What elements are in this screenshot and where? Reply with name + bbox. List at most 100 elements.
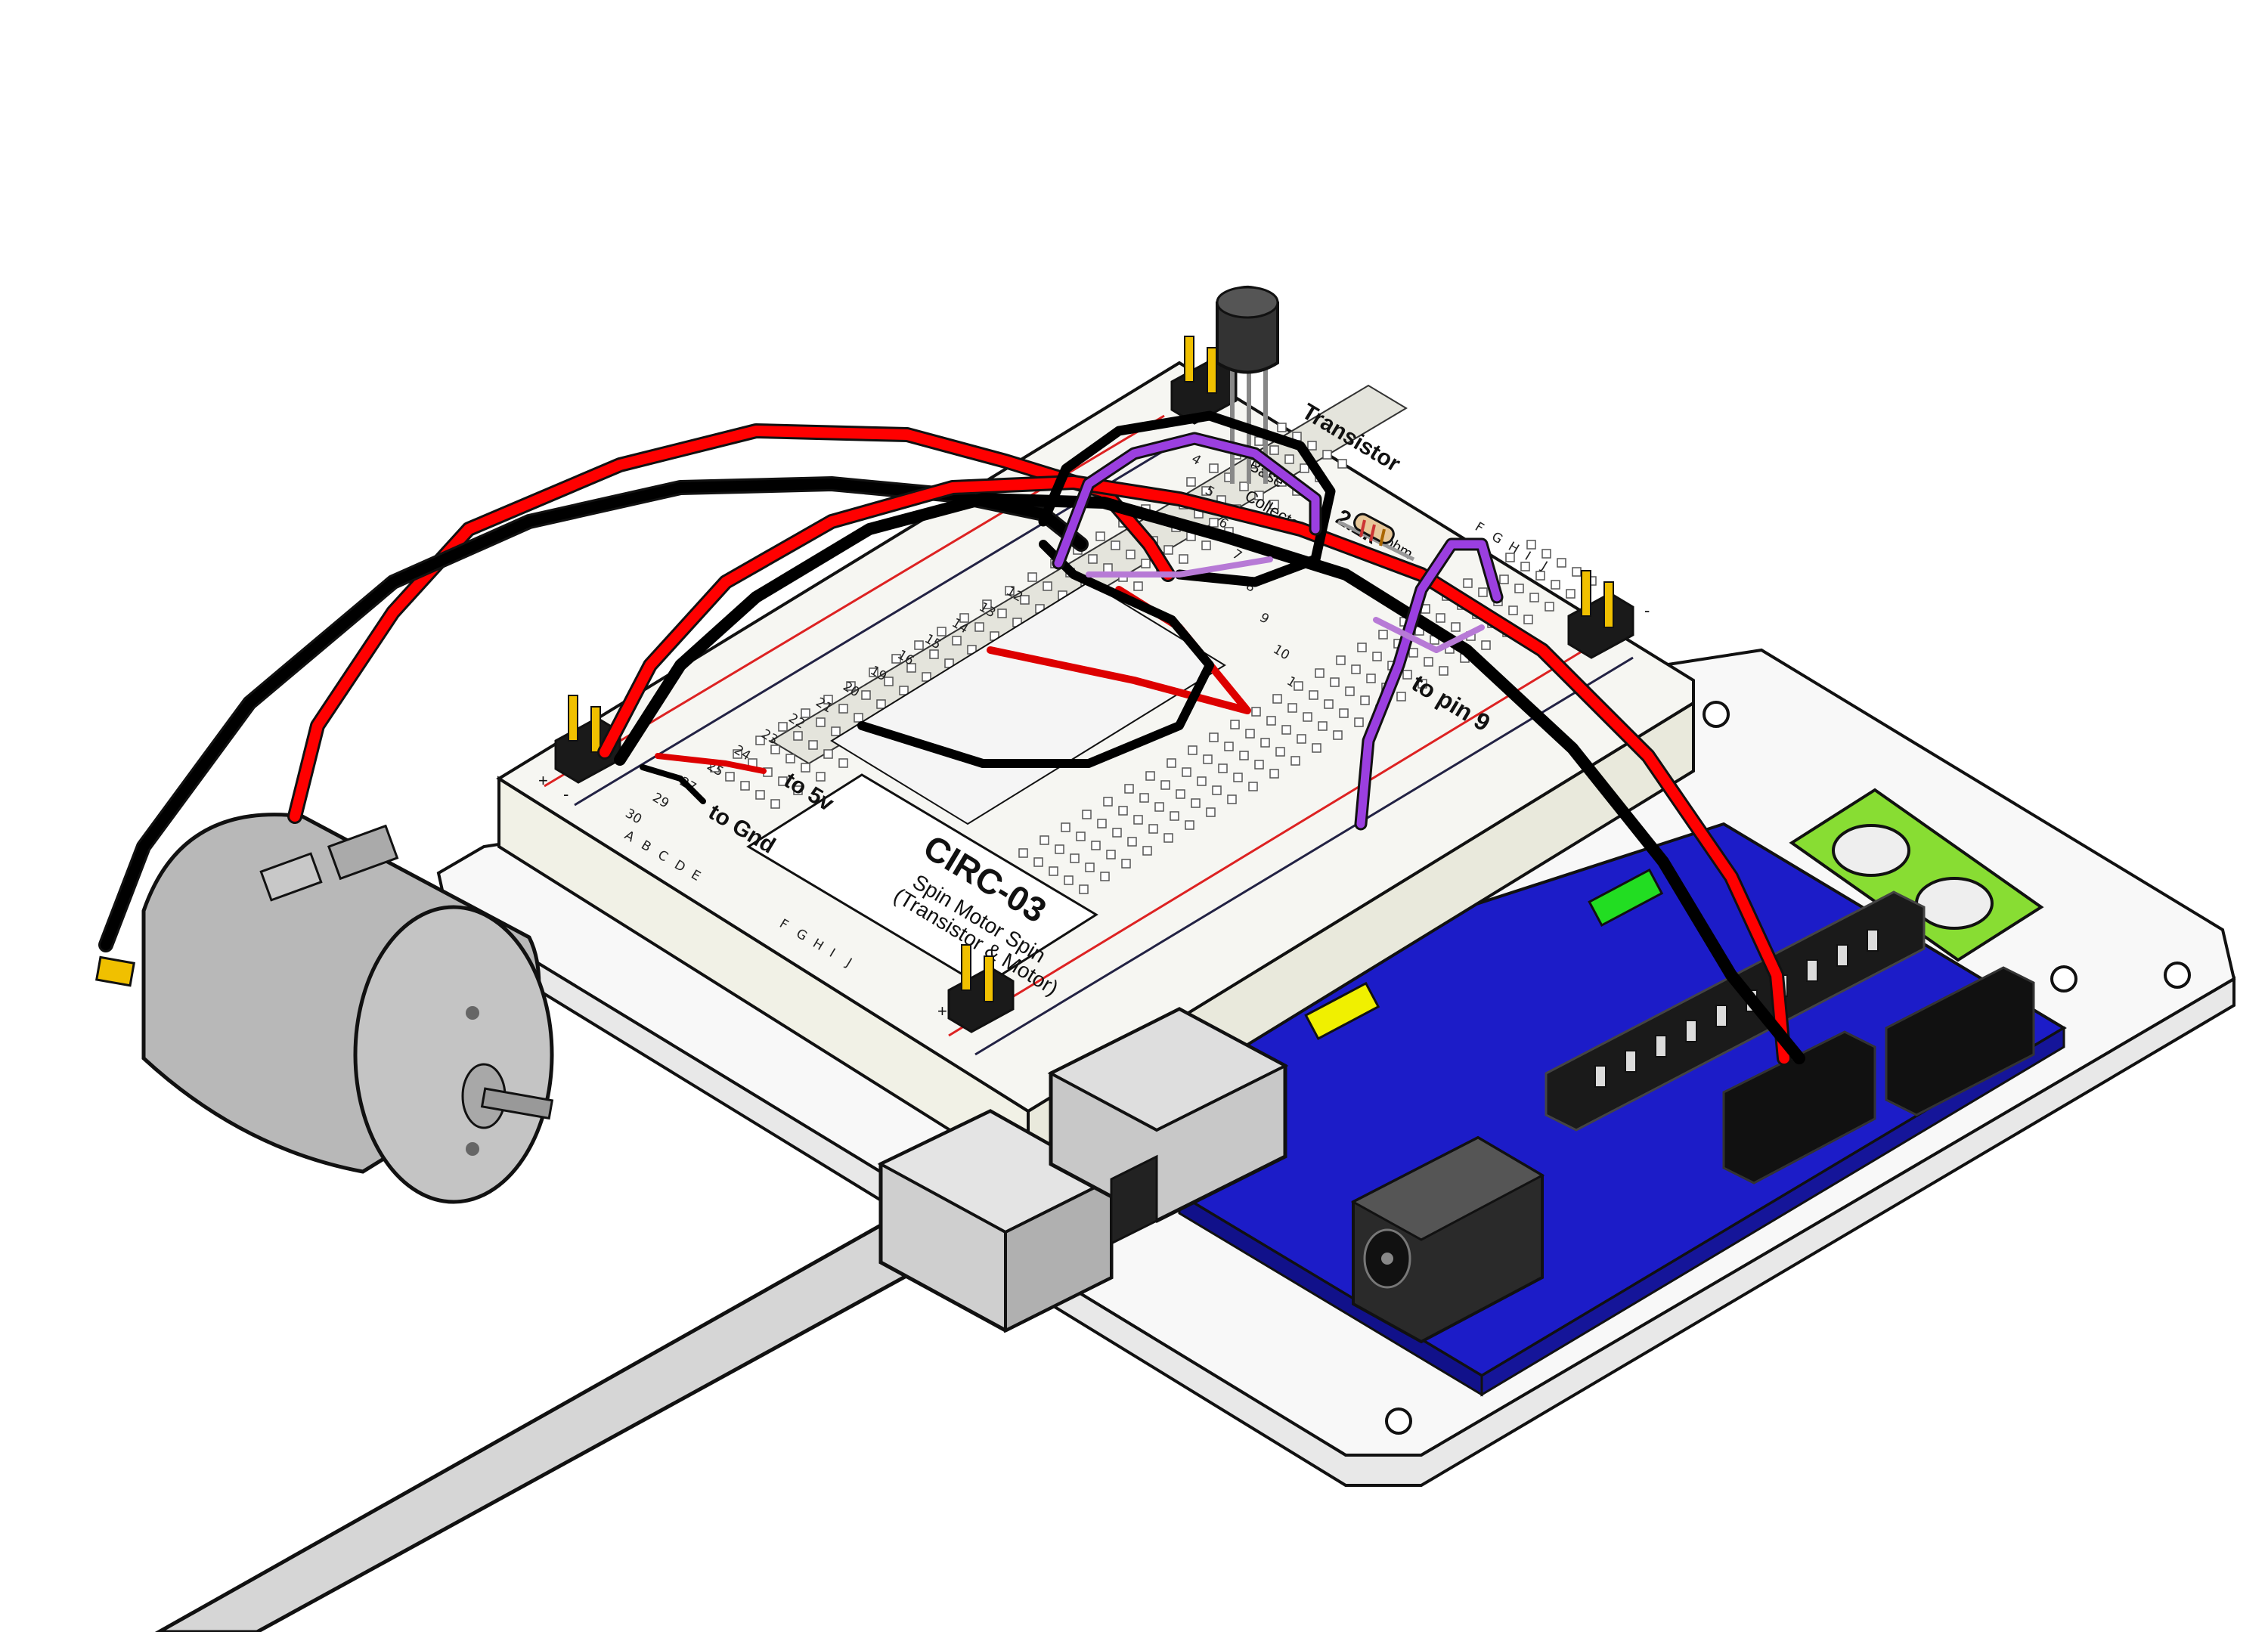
breadboard-hole bbox=[869, 667, 878, 677]
motor-end-face bbox=[353, 905, 554, 1204]
breadboard-hole bbox=[1508, 605, 1518, 615]
breadboard-hole bbox=[1277, 423, 1287, 432]
breadboard-hole bbox=[755, 790, 765, 800]
breadboard-hole bbox=[816, 717, 826, 727]
breadboard-hole bbox=[1336, 655, 1346, 665]
breadboard-hole bbox=[1499, 574, 1509, 584]
breadboard-hole bbox=[1018, 848, 1028, 858]
breadboard-hole bbox=[1126, 550, 1136, 559]
breadboard-hole bbox=[1541, 549, 1551, 559]
breadboard-hole bbox=[876, 699, 886, 709]
breadboard-hole bbox=[770, 745, 780, 754]
breadboard-hole bbox=[816, 772, 826, 782]
header-pin-top bbox=[1170, 336, 1238, 425]
breadboard-hole bbox=[1360, 695, 1370, 705]
breadboard-hole bbox=[1227, 794, 1237, 804]
wires bbox=[98, 410, 1805, 1066]
breadboard-hole bbox=[1055, 844, 1064, 854]
breadboard-hole bbox=[793, 785, 803, 795]
breadboard-hole bbox=[1481, 640, 1491, 650]
breadboard-hole bbox=[1275, 747, 1285, 757]
breadboard-hole bbox=[1027, 572, 1037, 582]
breadboard-hole bbox=[1100, 872, 1110, 881]
breadboard-hole bbox=[778, 776, 788, 786]
breadboard-hole bbox=[1345, 686, 1355, 696]
breadboard-hole bbox=[1287, 703, 1297, 713]
breadboard-hole bbox=[1079, 884, 1089, 894]
breadboard-hole bbox=[1566, 589, 1576, 599]
usb-cable bbox=[154, 1007, 1289, 1632]
breadboard-hole bbox=[725, 772, 735, 782]
wire-gnd-black bbox=[614, 493, 1805, 1064]
header-pin-right bbox=[1567, 570, 1634, 659]
breadboard-hole bbox=[1182, 767, 1191, 777]
breadboard-hole bbox=[808, 740, 818, 750]
breadboard-hole bbox=[1351, 664, 1361, 674]
breadboard-hole bbox=[1043, 581, 1052, 591]
breadboard-hole bbox=[922, 672, 931, 682]
resistor bbox=[1337, 513, 1415, 562]
breadboard-hole bbox=[1179, 554, 1188, 564]
breadboard-hole bbox=[755, 735, 765, 745]
breadboard-hole bbox=[1106, 850, 1116, 859]
breadboard-hole bbox=[1478, 587, 1488, 597]
breadboard-hole bbox=[982, 599, 992, 609]
breadboard-hole bbox=[1118, 806, 1128, 816]
breadboard-hole bbox=[1139, 793, 1149, 803]
breadboard-hole bbox=[1111, 540, 1120, 550]
breadboard-hole bbox=[1209, 518, 1219, 528]
breadboard-hole bbox=[1266, 716, 1276, 726]
breadboard-hole bbox=[778, 722, 788, 732]
breadboard-hole bbox=[952, 636, 962, 646]
breadboard-hole bbox=[1520, 562, 1530, 571]
breadboard-hole bbox=[1163, 833, 1173, 843]
breadboard-hole bbox=[1124, 784, 1134, 794]
breadboard-hole bbox=[891, 654, 901, 664]
breadboard-hole bbox=[1315, 668, 1325, 678]
breadboard-hole bbox=[1260, 738, 1270, 748]
breadboard-hole bbox=[1290, 756, 1300, 766]
breadboard-hole bbox=[1284, 454, 1294, 464]
breadboard-hole bbox=[1322, 450, 1332, 460]
breadboard-hole bbox=[1239, 751, 1249, 760]
breadboard-hole bbox=[1269, 769, 1279, 779]
breadboard-hole bbox=[1133, 815, 1143, 825]
breadboard-hole bbox=[1133, 581, 1143, 591]
rail-minus-left: - bbox=[563, 785, 569, 804]
breadboard-hole bbox=[861, 690, 871, 700]
breadboard-hole bbox=[1254, 491, 1264, 500]
breadboard-hole bbox=[1218, 763, 1228, 773]
breadboard-hole bbox=[1324, 699, 1334, 709]
circuit-overlay-sheet bbox=[746, 581, 1226, 988]
breadboard-hole bbox=[1145, 771, 1155, 781]
breadboard-hole bbox=[1436, 613, 1445, 623]
breadboard-hole bbox=[1535, 571, 1545, 581]
breadboard-hole bbox=[1103, 797, 1113, 807]
breadboard-hole bbox=[823, 695, 833, 705]
mount-hole-3 bbox=[2164, 962, 2191, 989]
breadboard-hole bbox=[1248, 782, 1258, 791]
breadboard-hole bbox=[1339, 708, 1349, 718]
breadboard-hole bbox=[740, 781, 750, 791]
breadboard-hole bbox=[1366, 674, 1376, 683]
breadboard-hole bbox=[1103, 563, 1113, 573]
breadboard-hole bbox=[997, 609, 1007, 618]
rail-minus-right: - bbox=[1644, 601, 1650, 620]
breadboard-hole bbox=[1354, 717, 1364, 727]
breadboard-hole bbox=[1408, 648, 1418, 658]
breadboard-hole bbox=[1040, 835, 1049, 845]
breadboard-hole bbox=[1545, 602, 1554, 612]
breadboard-hole bbox=[1121, 859, 1131, 869]
breadboard-hole bbox=[906, 663, 916, 673]
breadboard-hole bbox=[1254, 760, 1264, 770]
transistor bbox=[1216, 286, 1279, 484]
breadboard-hole bbox=[1154, 802, 1164, 812]
breadboard-hole bbox=[937, 627, 947, 636]
breadboard-hole bbox=[929, 649, 939, 659]
breadboard-hole bbox=[1424, 657, 1433, 667]
breadboard-hole bbox=[1085, 862, 1095, 872]
mount-hole-4 bbox=[1385, 1407, 1412, 1435]
breadboard-hole bbox=[1064, 875, 1074, 885]
breadboard-hole bbox=[1451, 622, 1461, 632]
